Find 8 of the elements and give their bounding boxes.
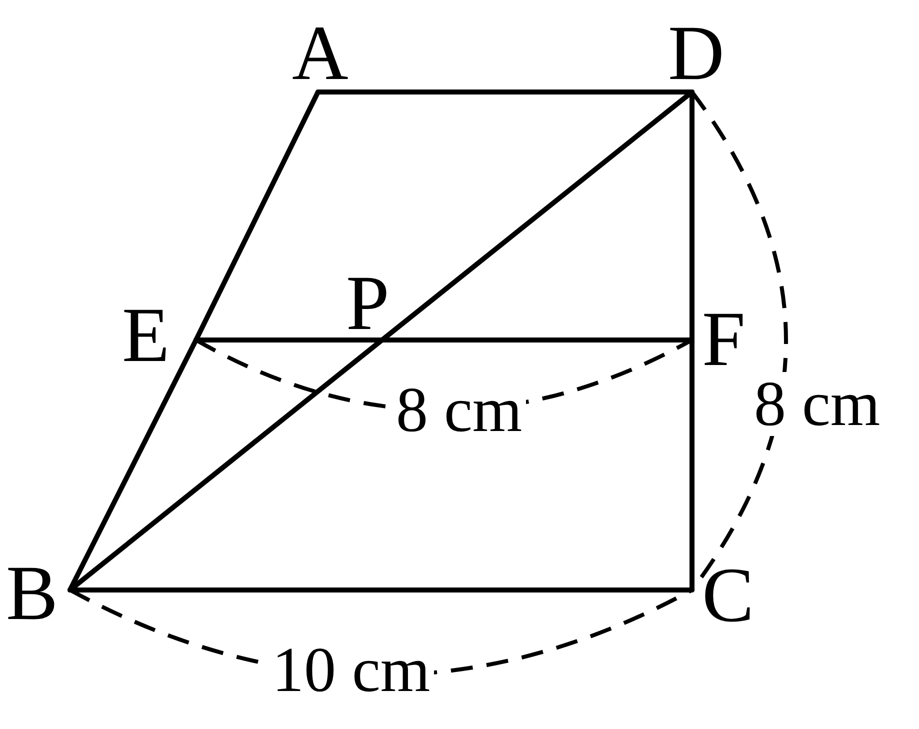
point-label: F (702, 300, 746, 378)
point-label: D (668, 14, 724, 92)
point-label: A (292, 14, 348, 92)
point-label: P (346, 264, 390, 342)
point-label: E (122, 296, 170, 374)
point-label: B (6, 554, 58, 632)
line-segment (68, 588, 694, 592)
point-label: C (702, 556, 754, 634)
